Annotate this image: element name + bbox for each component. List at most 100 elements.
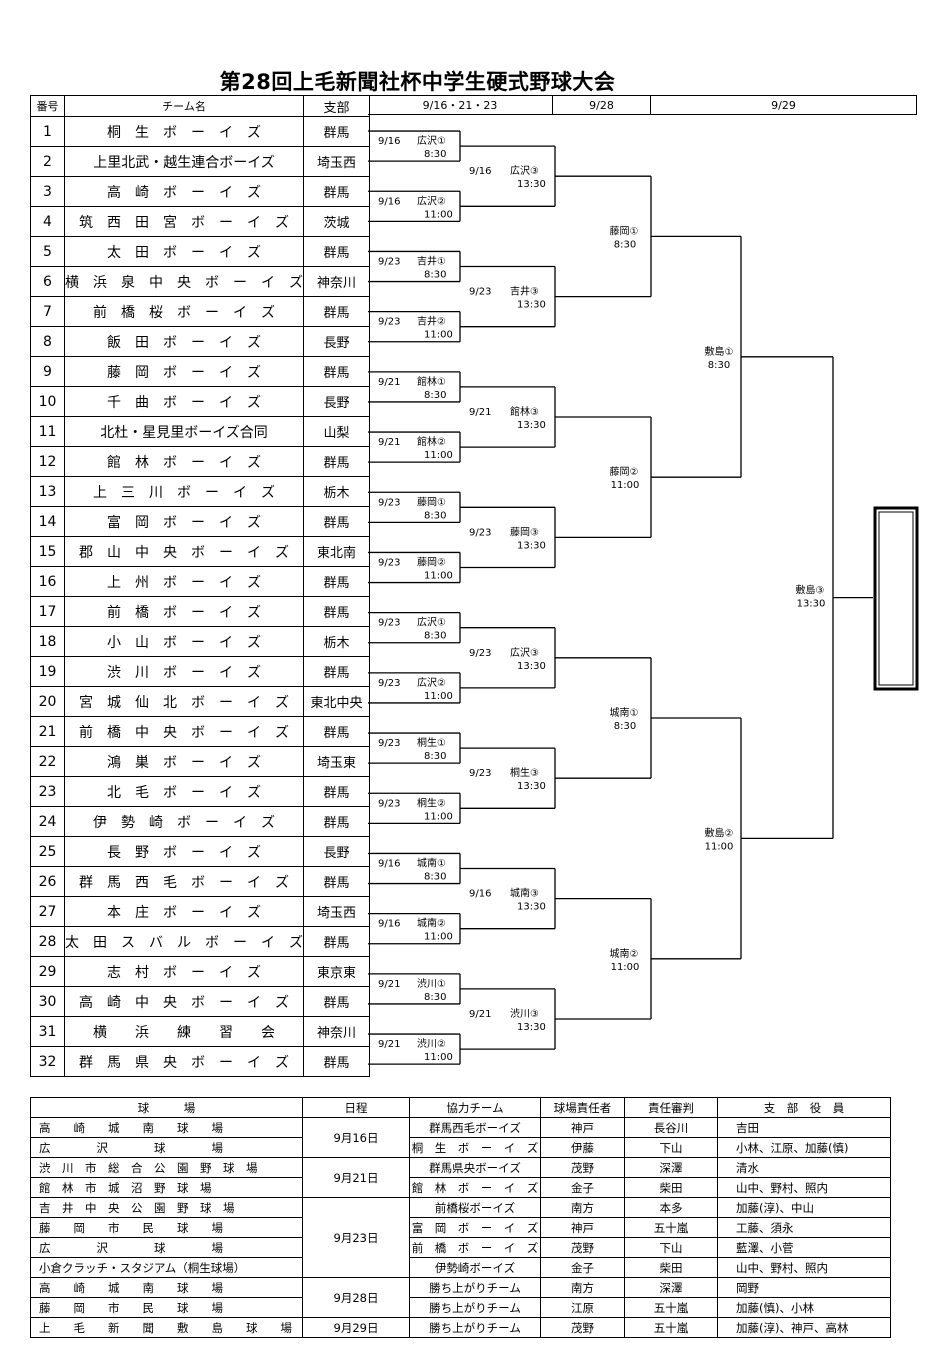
venue-date: 9月29日 [302, 1317, 410, 1338]
venue-manager: 南方 [540, 1197, 625, 1218]
match-time: 11:00 [424, 691, 453, 702]
match-time: 11:00 [424, 330, 453, 341]
match-time: 13:30 [517, 179, 546, 190]
match-venue: 桐生③ [510, 766, 539, 779]
team-branch: 東北中央 [303, 686, 370, 717]
team-number: 16 [30, 566, 65, 597]
team-branch: 群馬 [303, 176, 370, 207]
match-time: 8:30 [424, 631, 446, 642]
venue-officers: 加藤(慎)、小林 [717, 1297, 891, 1318]
match-date: 9/23 [378, 738, 400, 749]
match-date: 9/21 [378, 437, 400, 448]
team-name: 志 村 ボ ー イ ズ [64, 956, 304, 987]
match-venue: 広沢③ [510, 164, 539, 177]
match-time: 11:00 [424, 209, 453, 220]
venue-manager: 茂野 [540, 1237, 625, 1258]
venue-row: 藤 岡 市 民 球 場勝ち上がりチーム江原五十嵐加藤(慎)、小林 [30, 1297, 891, 1318]
match-time: 8:30 [614, 239, 636, 250]
match-time: 11:00 [611, 480, 640, 491]
venue-field: 小倉クラッチ・スタジアム（桐生球場） [30, 1257, 303, 1278]
team-name: 上 州 ボ ー イ ズ [64, 566, 304, 597]
team-branch: 群馬 [303, 656, 370, 687]
team-number: 2 [30, 146, 65, 177]
team-number: 29 [30, 956, 65, 987]
team-name: 館 林 ボ ー イ ズ [64, 446, 304, 477]
team-name: 鴻 巣 ボ ー イ ズ [64, 746, 304, 777]
match-date: 9/16 [378, 196, 400, 207]
team-name: 前 橋 中 央 ボ ー イ ズ [64, 716, 304, 747]
team-number: 28 [30, 926, 65, 957]
match-venue: 広沢② [417, 194, 446, 207]
team-number: 24 [30, 806, 65, 837]
match-venue: 藤岡① [610, 225, 639, 237]
match-time: 8:30 [708, 360, 730, 371]
champion-box-inner [878, 511, 914, 686]
venue-field: 藤 岡 市 民 球 場 [30, 1217, 303, 1238]
venue-manager: 茂野 [540, 1317, 625, 1338]
team-name: 北 毛 ボ ー イ ズ [64, 776, 304, 807]
final-time: 13:30 [797, 599, 826, 610]
team-name: 北杜・星見里ボーイズ合同 [64, 416, 304, 447]
match-time: 8:30 [424, 269, 446, 280]
venue-date: 9月23日 [302, 1197, 410, 1278]
venue-manager: 金子 [540, 1257, 625, 1278]
match-date: 9/23 [378, 618, 400, 629]
match-venue: 渋川③ [510, 1007, 539, 1020]
match-time: 11:00 [424, 811, 453, 822]
venue-header-manager: 球場責任者 [540, 1097, 625, 1118]
team-branch: 群馬 [303, 1046, 370, 1077]
match-date: 9/23 [469, 648, 491, 659]
team-number: 20 [30, 686, 65, 717]
match-date: 9/23 [378, 256, 400, 267]
match-time: 13:30 [517, 300, 546, 311]
header-round4: 9/29 [651, 95, 917, 115]
venue-manager: 江原 [540, 1297, 625, 1318]
match-date: 9/23 [378, 557, 400, 568]
match-time: 13:30 [517, 781, 546, 792]
team-name: 宮 城 仙 北 ボ ー イ ズ [64, 686, 304, 717]
match-venue: 藤岡③ [510, 526, 539, 538]
match-time: 11:00 [705, 841, 734, 852]
team-branch: 群馬 [303, 866, 370, 897]
team-name: 群 馬 県 央 ボ ー イ ズ [64, 1046, 304, 1077]
team-branch: 神奈川 [303, 1016, 370, 1047]
final-venue: 敷島③ [796, 584, 825, 597]
team-number: 14 [30, 506, 65, 537]
venue-header-partner: 協力チーム [409, 1097, 541, 1118]
venue-officers: 藍澤、小菅 [717, 1237, 891, 1258]
team-branch: 長野 [303, 386, 370, 417]
venue-date: 9月28日 [302, 1277, 410, 1318]
team-number: 9 [30, 356, 65, 387]
venue-field: 吉 井 中 央 公 園 野 球 場 [30, 1197, 303, 1218]
venue-officers: 加藤(淳)、中山 [717, 1197, 891, 1218]
match-date: 9/23 [378, 798, 400, 809]
match-date: 9/16 [469, 166, 491, 177]
match-date: 9/21 [469, 407, 491, 418]
match-date: 9/23 [469, 768, 491, 779]
venue-row: 広 沢 球 場桐 生 ボ ー イ ズ伊藤下山小林、江原、加藤(慎) [30, 1137, 891, 1158]
venue-field: 館 林 市 城 沼 野 球 場 [30, 1177, 303, 1198]
venue-officers: 小林、江原、加藤(慎) [717, 1137, 891, 1158]
team-name: 飯 田 ボ ー イ ズ [64, 326, 304, 357]
match-venue: 広沢② [417, 676, 446, 689]
match-venue: 城南② [610, 947, 639, 960]
venue-officers: 清水 [717, 1157, 891, 1178]
team-number: 15 [30, 536, 65, 567]
match-venue: 藤岡② [610, 466, 639, 478]
match-date: 9/23 [469, 287, 491, 298]
team-number: 19 [30, 656, 65, 687]
venue-header-officers: 支 部 役 員 [717, 1097, 891, 1118]
